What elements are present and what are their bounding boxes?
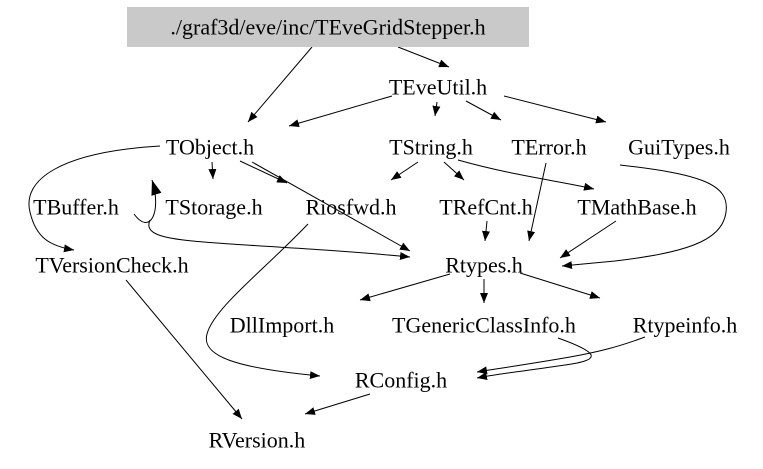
node-TVersionCheck[interactable]: TVersionCheck.h xyxy=(35,253,188,278)
edge-Rtypes-to-Rtypeinfo xyxy=(519,272,601,299)
node-RVersion[interactable]: RVersion.h xyxy=(209,428,306,453)
root-node-label: ./graf3d/eve/inc/TEveGridStepper.h xyxy=(170,15,485,40)
root-node-box xyxy=(127,7,529,47)
edge-TMathBase-to-Rtypes xyxy=(559,220,617,259)
node-TGenericClassInfo[interactable]: TGenericClassInfo.h xyxy=(392,313,576,338)
edge-TEveGridStepper-to-TObject xyxy=(247,46,313,123)
edge-TObject-to-Rtypes xyxy=(251,161,411,252)
node-Rtypeinfo[interactable]: Rtypeinfo.h xyxy=(633,313,738,338)
edge-RConfig-to-RVersion xyxy=(304,393,371,415)
edge-TVersionCheck-to-RVersion xyxy=(125,279,243,420)
node-TStorage[interactable]: TStorage.h xyxy=(165,195,262,220)
edge-TEveUtil-to-TObject xyxy=(288,95,393,128)
edges-layer xyxy=(28,46,727,420)
edge-TObject-to-TVersionCheck xyxy=(28,145,161,253)
node-TEveUtil[interactable]: TEveUtil.h xyxy=(389,75,487,100)
node-TRefCnt[interactable]: TRefCnt.h xyxy=(439,195,533,220)
edge-Riosfwd-to-RConfig xyxy=(205,223,321,380)
node-RConfig[interactable]: RConfig.h xyxy=(355,368,447,393)
edge-TString-to-TMathBase xyxy=(457,159,595,191)
edge-Rtypes-to-DllImport xyxy=(359,273,451,302)
node-GuiTypes[interactable]: GuiTypes.h xyxy=(628,135,730,160)
node-TBuffer[interactable]: TBuffer.h xyxy=(33,195,119,220)
edge-TEveGridStepper-to-TEveUtil xyxy=(397,46,450,68)
edge-TEveUtil-to-TError xyxy=(465,100,502,121)
node-Rtypes[interactable]: Rtypes.h xyxy=(445,253,523,278)
edge-TGenericClassInfo-to-RConfig xyxy=(476,337,592,380)
edge-GuiTypes-to-Rtypes xyxy=(561,164,727,270)
node-TString[interactable]: TString.h xyxy=(389,135,473,160)
edge-TError-to-Rtypes xyxy=(527,162,547,242)
node-TMathBase[interactable]: TMathBase.h xyxy=(577,195,696,220)
edge-TBuffer-to-TObject xyxy=(133,179,162,223)
edge-TObject-to-TStorage xyxy=(208,161,217,180)
edge-TStorage-to-Rtypes xyxy=(148,219,411,260)
node-TObject[interactable]: TObject.h xyxy=(166,135,254,160)
edge-TRefCnt-to-Rtypes xyxy=(482,220,490,242)
node-DllImport[interactable]: DllImport.h xyxy=(230,313,335,338)
node-Riosfwd[interactable]: Riosfwd.h xyxy=(305,195,396,220)
edge-TObject-to-Riosfwd xyxy=(239,160,288,184)
node-TError[interactable]: TError.h xyxy=(511,135,586,160)
edge-Rtypeinfo-to-RConfig xyxy=(476,336,646,375)
nodes-layer: ./graf3d/eve/inc/TEveGridStepper.hTEveUt… xyxy=(33,7,737,453)
edge-TEveUtil-to-GuiTypes xyxy=(503,95,607,124)
edge-TEveUtil-to-TString xyxy=(432,101,441,117)
edge-TString-to-TRefCnt xyxy=(443,161,465,181)
edge-TString-to-Riosfwd xyxy=(390,161,419,181)
